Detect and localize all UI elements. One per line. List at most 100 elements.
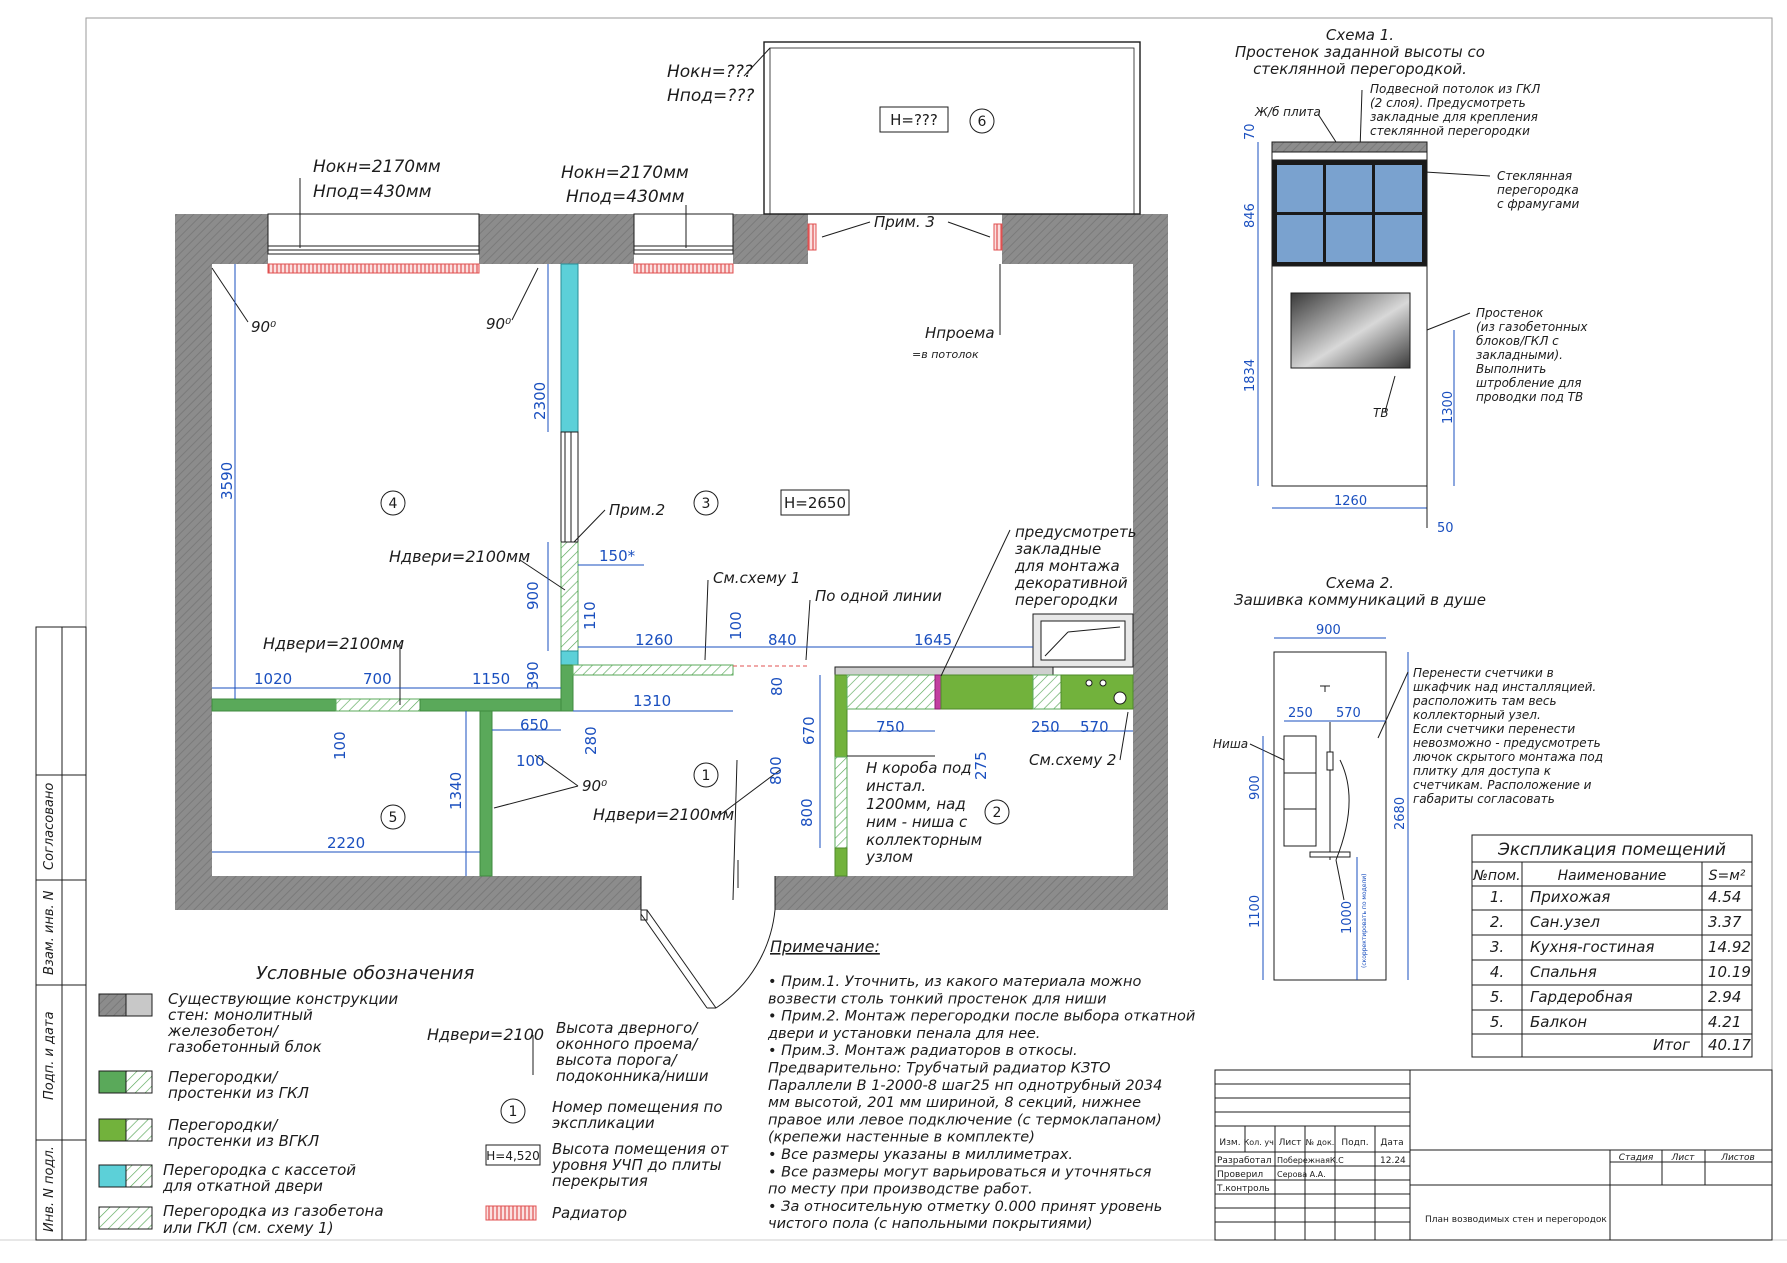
box-note-4: ним - ниша с	[866, 813, 968, 831]
legend-existing-2: стен: монолитный	[168, 1006, 313, 1024]
radiator-balcony-left	[807, 223, 817, 251]
legend-h-desc-3: высота порога/	[556, 1051, 679, 1069]
scheme2-title-2: Зашивка коммуникаций в душе	[1234, 591, 1486, 609]
wall-bottom-2	[775, 876, 1168, 910]
legend-swatch-cassette	[98, 1164, 127, 1188]
scheme1-dim-1300: 1300	[1441, 391, 1456, 424]
opening-height: Hпроема	[925, 324, 995, 342]
wall-bottom-1	[175, 876, 641, 910]
legend-num-symbol: 1	[509, 1104, 518, 1120]
door-height-bedroom: Hдвери=2100мм	[389, 547, 530, 566]
legend-existing-3: железобетон/	[167, 1022, 280, 1040]
scheme1-glass-1: Стеклянная	[1497, 169, 1572, 183]
explication-cell: 4.54	[1708, 888, 1741, 906]
plan-annotations: Прим. 3 Hпроема =в потолок Прим.2 Hдвери…	[211, 213, 1137, 866]
window-mid-sill: Hпод=430мм	[566, 187, 685, 207]
window-left-sill: Hпод=430мм	[313, 182, 432, 202]
explication-cell: 3.37	[1708, 913, 1742, 931]
explication-title: Экспликация помещений	[1497, 840, 1726, 860]
scheme2-dim-1100: 1100	[1248, 895, 1263, 928]
box-note-6: узлом	[865, 848, 913, 866]
gkl-partition-vertical	[479, 710, 493, 877]
legend-h-desc-4: подоконника/ниши	[556, 1067, 709, 1085]
decor-note-5: перегородки	[1015, 591, 1118, 609]
legend-title: Условные обозначения	[256, 963, 474, 984]
note-3-label: Прим. 3	[874, 213, 935, 231]
tb-date: 12.24	[1380, 1156, 1406, 1166]
explication-cell: 14.92	[1708, 938, 1751, 956]
scheme2-dim-1000-note: (скорректировать по модели)	[1361, 873, 1368, 968]
explication-cell: 3.	[1490, 938, 1504, 956]
box-note-5: коллекторным	[866, 831, 982, 849]
legend-num-desc-1: Номер помещения по	[552, 1098, 723, 1116]
scheme1-wall-2: (из газобетонных	[1476, 320, 1588, 334]
wall-top-3	[733, 214, 808, 264]
dim-3590: 3590	[218, 462, 236, 500]
scheme1-wall-6: штробление для	[1476, 376, 1581, 390]
tb-col-qty: Кол. уч.	[1244, 1138, 1277, 1147]
box-note-1: H короба под	[866, 759, 972, 777]
legend-gas-1: Перегородка из газобетона	[163, 1202, 384, 1220]
window-height-notes: Hокн=2170мм Hпод=430мм Hокн=2170мм Hпод=…	[299, 47, 771, 248]
scheme1-wall-3: блоков/ГКЛ с	[1476, 334, 1559, 348]
dim-275: 275	[972, 751, 990, 780]
room-height-balcony: H=???	[890, 111, 938, 129]
one-line-note: По одной линии	[815, 587, 942, 605]
note-line: Предварительно: Трубчатый радиатор КЗТО	[768, 1061, 1111, 1077]
opening-height-sub: =в потолок	[912, 348, 979, 361]
room-number-2: 2	[993, 805, 1002, 821]
side-stamp: Согласовано Взам. инв. N Подп. и дата Ин…	[35, 626, 87, 1241]
general-notes: Примечание: • Прим.1. Уточнить, из каког…	[767, 937, 1195, 1232]
plan-dimensions: 3590 2300 900 390 110 150* 1260 100 840 …	[212, 264, 1133, 876]
room-number-5: 5	[389, 810, 398, 826]
note-line: мм высотой, 201 мм шириной, 8 секций, ни…	[768, 1095, 1141, 1111]
see-scheme-2: См.схему 2	[1029, 751, 1116, 769]
wall-right	[1133, 214, 1168, 910]
legend-vgkl-1: Перегородки/	[168, 1116, 279, 1134]
scheme1-dim-70: 70	[1243, 123, 1258, 140]
scheme2-note-5: Если счетчики перенести	[1413, 722, 1575, 736]
note-line: двери и установки пенала для нее.	[767, 1026, 1040, 1042]
scheme2-niche	[1283, 735, 1317, 847]
tb-checked: Проверил	[1217, 1170, 1263, 1180]
scheme2-note-8: плитку для доступа к	[1413, 764, 1552, 778]
stamp-sign-date: Подп. и дата	[42, 1011, 57, 1100]
explication-cell: 5.	[1490, 1013, 1504, 1031]
dim-150: 150*	[599, 547, 636, 565]
scheme1-dim-1260: 1260	[1334, 494, 1367, 509]
tb-col-sheet: Лист	[1279, 1138, 1302, 1148]
scheme2-niche-label: Ниша	[1213, 737, 1248, 751]
dim-2300: 2300	[531, 382, 549, 420]
dim-100-horizontal: 100	[516, 752, 545, 770]
decor-note-2: закладные	[1015, 540, 1101, 558]
explication-cell: Прихожая	[1530, 888, 1610, 906]
scheme1-dim-50: 50	[1437, 521, 1454, 536]
legend-existing-1: Существующие конструкции	[168, 990, 398, 1008]
dim-1150: 1150	[472, 670, 510, 688]
window-mid	[633, 213, 734, 255]
scheme-1: Схема 1. Простенок заданной высоты со ст…	[1235, 26, 1588, 536]
note-line: • Все размеры могут варьироваться и уточ…	[768, 1164, 1152, 1180]
legend-vgkl-2: простенки из ВГКЛ	[168, 1132, 319, 1150]
scheme1-glass-2: перегородка	[1497, 183, 1579, 197]
balcony-window-sill: Hпод=???	[667, 86, 754, 106]
dim-650: 650	[520, 716, 549, 734]
explication-cell: Сан.узел	[1530, 913, 1600, 931]
title-block: Изм. Кол. уч. Лист № док. Подп. Дата Раз…	[1214, 1069, 1773, 1241]
tb-col-date: Дата	[1380, 1138, 1403, 1148]
scheme2-dim-1000: 1000	[1340, 901, 1355, 934]
legend-h-symbol: Hдвери=2100	[427, 1025, 544, 1044]
scheme2-note-1: Перенести счетчики в	[1413, 666, 1554, 680]
legend-h-desc-2: оконного проема/	[556, 1035, 699, 1053]
decor-note-3: для монтажа	[1014, 557, 1120, 575]
gkl-partition-left	[211, 698, 337, 712]
note-2-label: Прим.2	[609, 501, 665, 519]
tb-drawing-title: План возводимых стен и перегородок	[1425, 1215, 1607, 1225]
window-mid-h: Hокн=2170мм	[561, 163, 689, 183]
dim-1020: 1020	[254, 670, 292, 688]
explication-cell: 1.	[1490, 888, 1504, 906]
scheme1-ceiling-4: стеклянной перегородки	[1370, 124, 1530, 138]
stamp-inv-orig: Инв. N подл.	[42, 1146, 57, 1232]
dim-110: 110	[581, 601, 599, 630]
box-note-3: 1200мм, над	[866, 795, 966, 813]
